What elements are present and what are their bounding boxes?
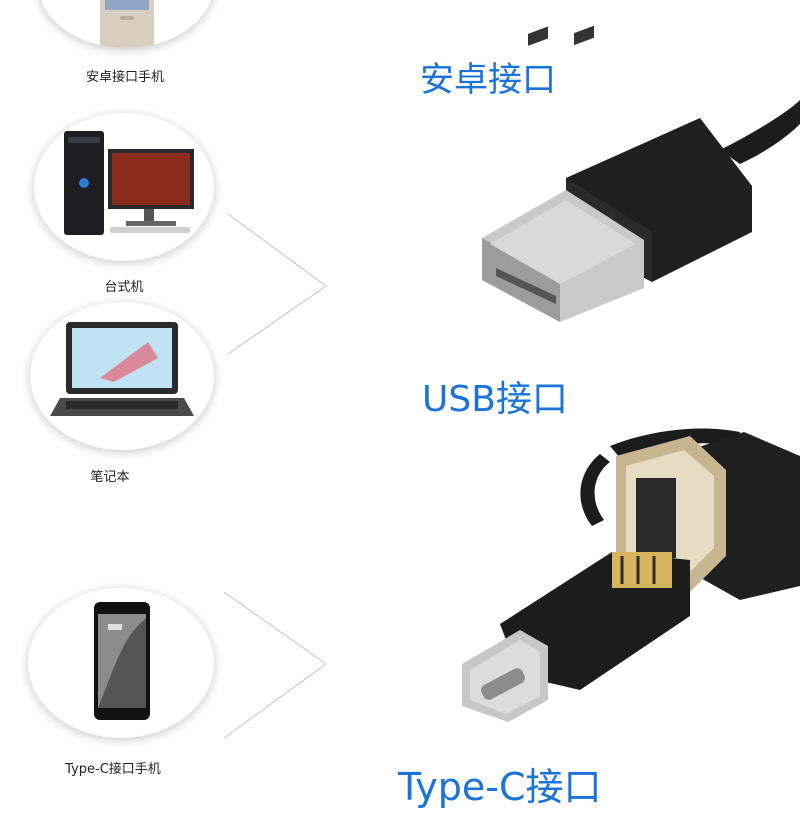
- laptop-circle: [30, 302, 214, 450]
- usb-interface-label: USB接口: [422, 379, 568, 420]
- desktop-label: 台式机: [104, 280, 144, 295]
- android-interface-label: 安卓接口: [420, 60, 556, 100]
- android-phone-icon: [100, 0, 154, 48]
- android-phone-circle: [38, 0, 214, 48]
- typec-phone-label: Type-C接口手机: [65, 762, 161, 777]
- desktop-computer-icon: [64, 131, 194, 235]
- desktop-circle: [34, 113, 214, 261]
- laptop-label: 笔记本: [90, 470, 130, 485]
- typec-phone-icon: [94, 602, 150, 720]
- typec-interface-label: Type-C接口: [398, 765, 602, 809]
- typec-phone-circle: [28, 588, 214, 738]
- laptop-icon: [50, 322, 194, 416]
- android-phone-label: 安卓接口手机: [85, 70, 164, 85]
